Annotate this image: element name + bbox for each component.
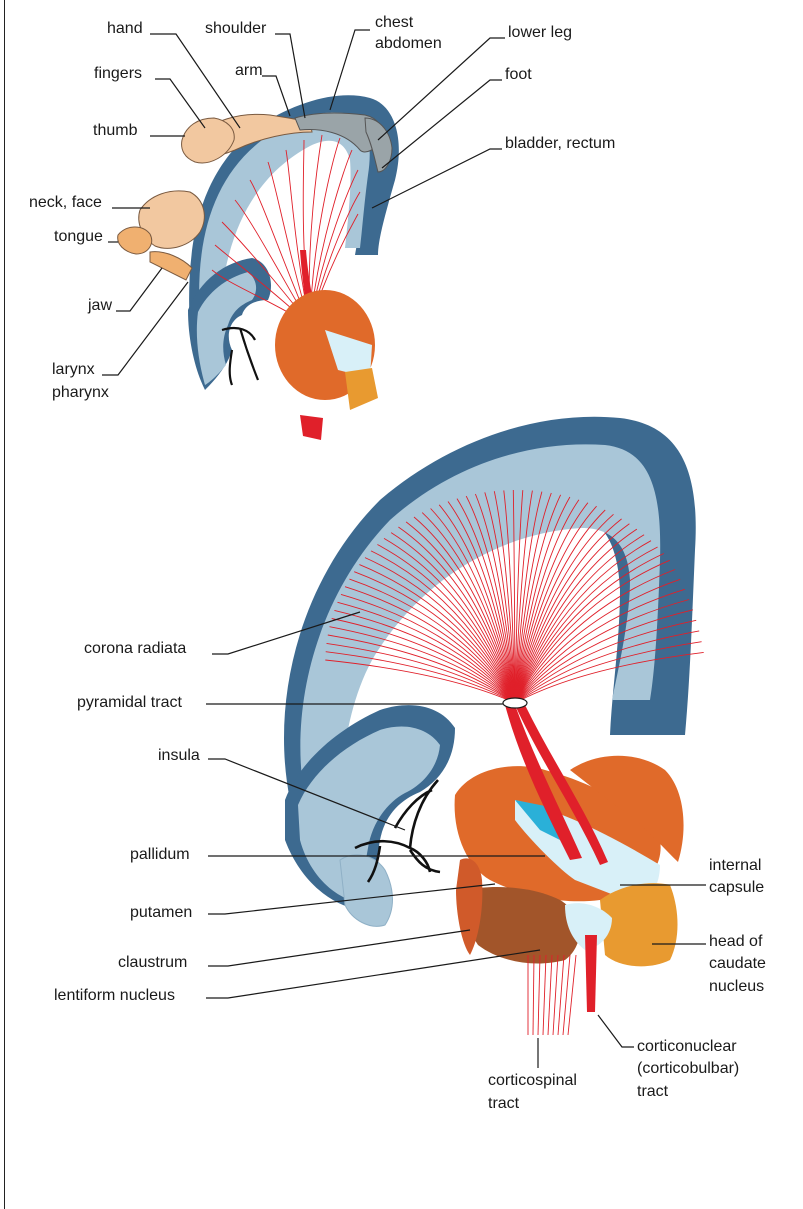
label-caudate: caudate: [709, 955, 766, 972]
leader-arm: [262, 76, 290, 116]
head-of-caudate-shape: [600, 883, 678, 966]
label-pharynx: pharynx: [52, 384, 109, 401]
top-brainstem: [300, 415, 323, 440]
leader-larynx-pharynx: [102, 282, 188, 375]
leader-foot: [382, 80, 502, 168]
label-arm: arm: [235, 62, 263, 79]
label-pyramidal-tract: pyramidal tract: [77, 694, 182, 711]
label-putamen: putamen: [130, 904, 192, 921]
corticonuclear-tract-shape: [585, 935, 597, 1012]
label-foot: foot: [505, 66, 532, 83]
label-corticospinal-tract: tract: [488, 1095, 520, 1112]
leader-jaw: [116, 268, 162, 311]
leader-lentiform-nucleus: [206, 950, 540, 998]
label-fingers: fingers: [94, 65, 142, 82]
label-corona-radiata: corona radiata: [84, 640, 186, 657]
homunculus-tongue: [118, 227, 152, 254]
label-nucleus: nucleus: [709, 978, 764, 995]
label-hand: hand: [107, 20, 143, 37]
label-abdomen: abdomen: [375, 35, 442, 52]
corticospinal-tract-fibers: [528, 955, 576, 1035]
label-head-of: head of: [709, 933, 763, 950]
label-jaw: jaw: [87, 297, 112, 314]
label-shoulder: shoulder: [205, 20, 267, 37]
label-capsule: capsule: [709, 879, 764, 896]
bottom-brain-section: [284, 417, 704, 1035]
label-corticospinal: corticospinal: [488, 1072, 577, 1089]
leader-lower-leg: [378, 38, 505, 140]
label-neck-face: neck, face: [29, 194, 102, 211]
leader-claustrum: [208, 930, 470, 966]
label-insula: insula: [158, 747, 200, 764]
label-chest: chest: [375, 14, 414, 31]
homunculus-fingers: [182, 118, 235, 163]
label-lower-leg: lower leg: [508, 24, 572, 41]
label-internal: internal: [709, 857, 761, 874]
label-thumb: thumb: [93, 122, 138, 139]
leader-fingers: [155, 79, 205, 128]
label-corticonuclear-tract: tract: [637, 1083, 669, 1100]
label-lentiform-nucleus: lentiform nucleus: [54, 987, 175, 1004]
label-tongue: tongue: [54, 228, 103, 245]
label-bladder-rectum: bladder, rectum: [505, 135, 615, 152]
bottom-temporal-lobe: [340, 855, 393, 927]
label-claustrum: claustrum: [118, 954, 187, 971]
label-corticobulbar: (corticobulbar): [637, 1060, 739, 1077]
corona-radiata-fiber: [515, 514, 614, 703]
label-pallidum: pallidum: [130, 846, 190, 863]
label-larynx: larynx: [52, 361, 95, 378]
top-caudate: [345, 368, 378, 410]
pyramidal-tract-marker: [503, 698, 527, 708]
label-corticonuclear: corticonuclear: [637, 1038, 737, 1055]
leader-corticonuclear: [598, 1015, 634, 1047]
